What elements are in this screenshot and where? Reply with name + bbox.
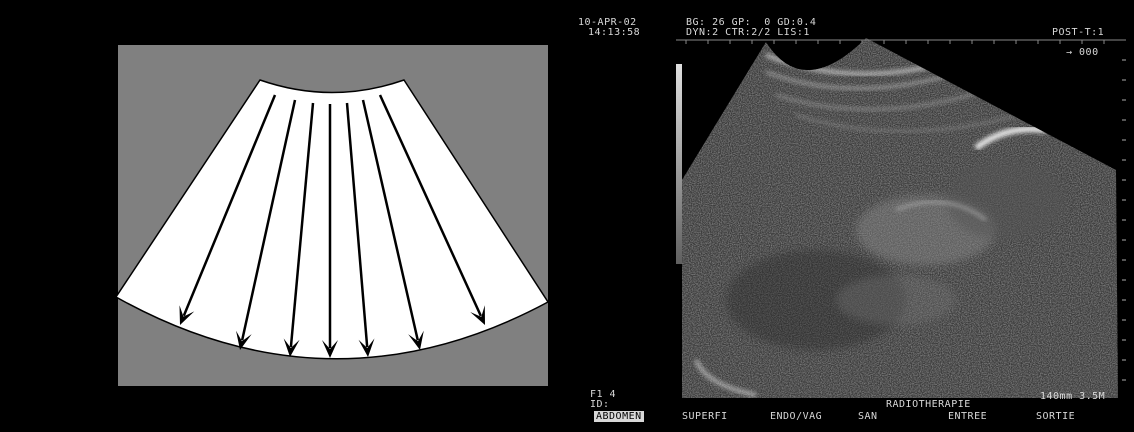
depth-frequency-label: 140mm 3.5M	[1040, 392, 1105, 402]
menu-san[interactable]: SAN	[858, 412, 878, 422]
department-label: RADIOTHERAPIE	[886, 400, 971, 410]
menu-sortie[interactable]: SORTIE	[1036, 412, 1075, 422]
grayscale-bar	[676, 64, 682, 264]
marker-label: → 000	[1066, 48, 1099, 58]
menu-abdomen[interactable]: ABDOMEN	[594, 412, 644, 422]
ultrasound-sector-image	[666, 30, 1126, 410]
top-scale-ticks	[686, 40, 1104, 44]
time-label: 14:13:58	[588, 28, 640, 38]
ultrasound-image-svg	[566, 0, 1134, 428]
beam-diagram-panel	[0, 0, 564, 428]
ultrasound-screen: 10-APR-02 14:13:58 BG: 26 GP: 0 GD:0.4 D…	[566, 0, 1134, 428]
menu-superfi[interactable]: SUPERFI	[682, 412, 728, 422]
menu-entree[interactable]: ENTREE	[948, 412, 987, 422]
beam-diagram	[0, 0, 564, 428]
menu-endo-vag[interactable]: ENDO/VAG	[770, 412, 822, 422]
mode-label: POST-T:1	[1052, 28, 1104, 38]
params-line-2: DYN:2 CTR:2/2 LIS:1	[686, 28, 810, 38]
depth-scale	[1122, 60, 1126, 380]
id-label: ID:	[590, 400, 610, 410]
